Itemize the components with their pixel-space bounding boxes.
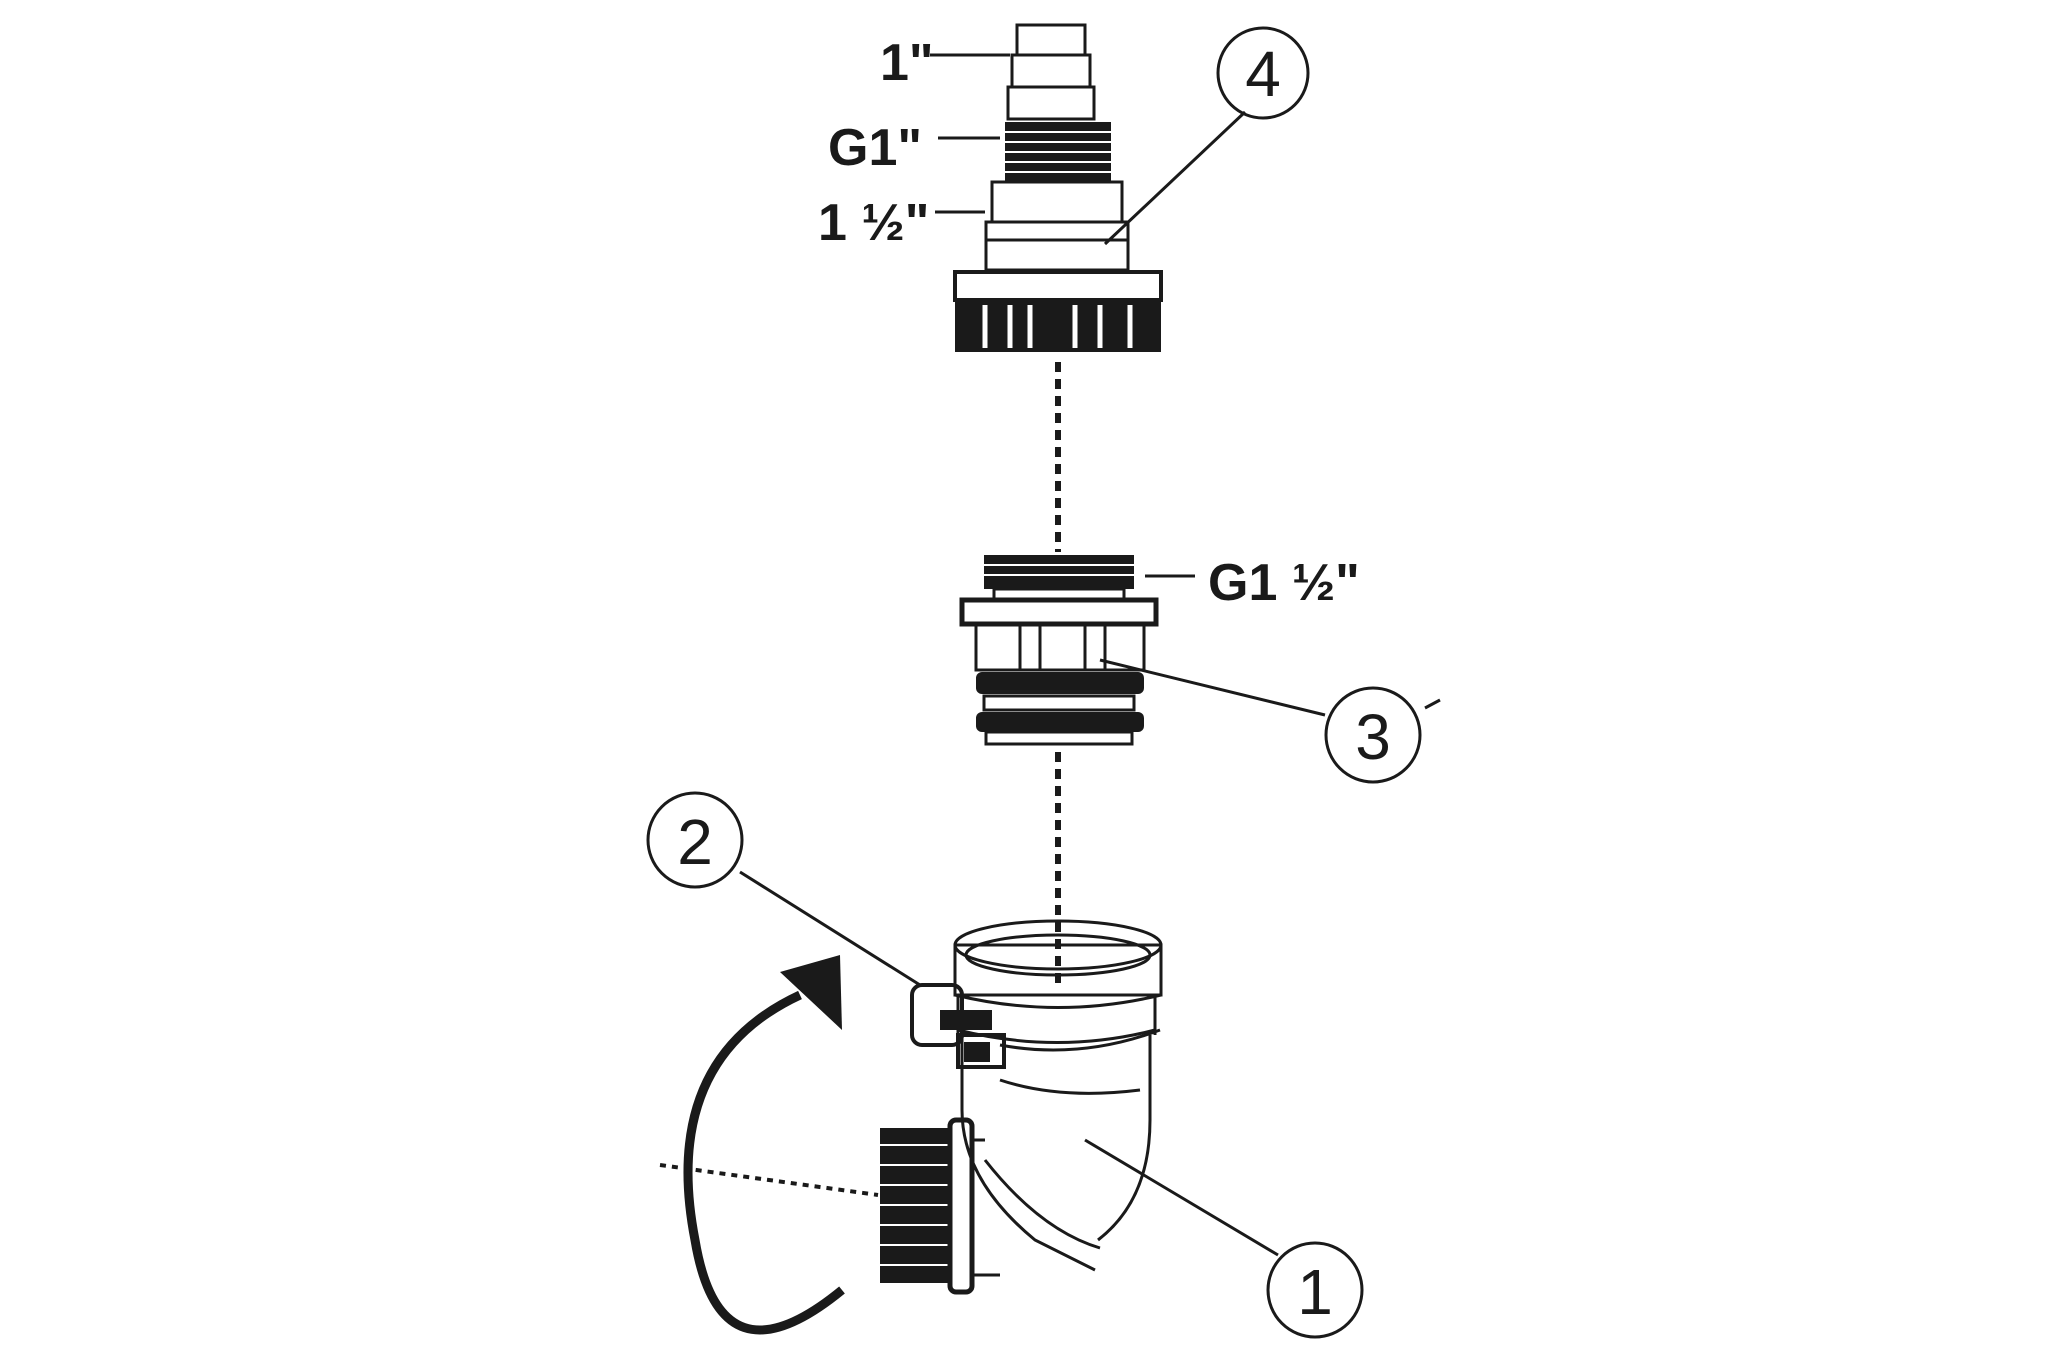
callout-4: 4 [1103,26,1310,246]
dimension-label-pipe-1-5: 1 ½" [818,194,929,252]
part-hose-connector [953,23,1163,352]
part-elbow [880,919,1163,1295]
rotate-arrow-icon [683,955,845,1335]
dimension-label-hose-barb: 1" [880,34,934,92]
callout-2: 2 [646,791,921,987]
dimension-label-g1: G1" [828,119,922,177]
part-adapter [959,555,1159,746]
callout-number-4: 4 [1245,38,1281,110]
callout-1: 1 [1084,1138,1364,1339]
dimension-label-g1-5: G1 ½" [1208,554,1360,612]
callout-3: 3 [1099,658,1441,784]
callout-number-2: 2 [677,806,713,878]
outlet-axis [659,1163,879,1197]
part-clamp [910,983,1161,1069]
dimension-leaders-top [930,53,1010,214]
callout-number-1: 1 [1297,1256,1333,1328]
callout-number-3: 3 [1355,701,1391,773]
